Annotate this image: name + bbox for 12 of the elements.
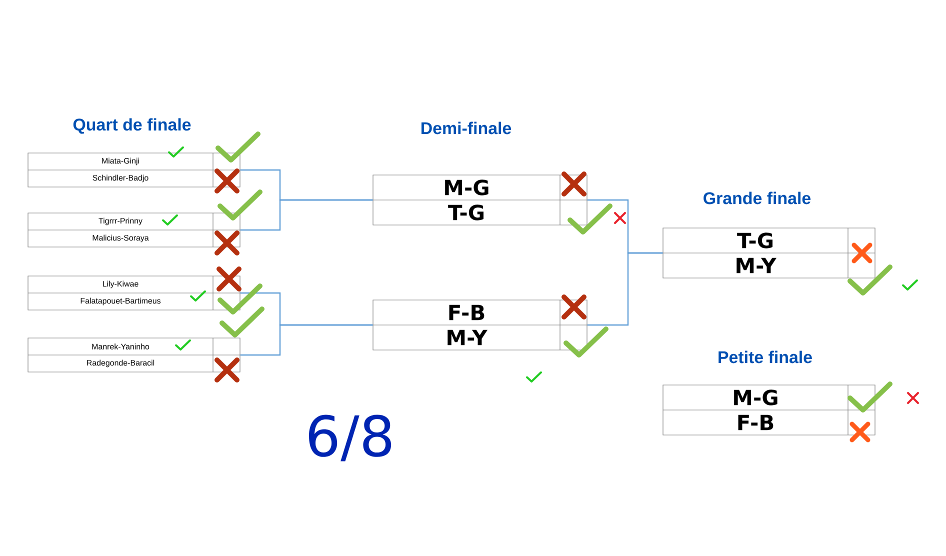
match-table: M-G T-G: [372, 174, 588, 226]
round-heading: Demi-finale: [422, 122, 512, 134]
bracket-line: [240, 324, 373, 356]
bracket-line: [587, 252, 663, 326]
round-heading: Grande finale: [704, 192, 811, 204]
round-heading: Quart de finale: [73, 118, 191, 134]
match-table: T-G M-Y: [662, 228, 876, 278]
bracket-line: [240, 199, 373, 231]
round-heading: Petite finale: [718, 350, 812, 364]
match-table: F-B M-Y: [372, 300, 588, 350]
match-table: M-G F-B: [662, 384, 876, 436]
handwritten-score: 6/8: [309, 414, 392, 462]
